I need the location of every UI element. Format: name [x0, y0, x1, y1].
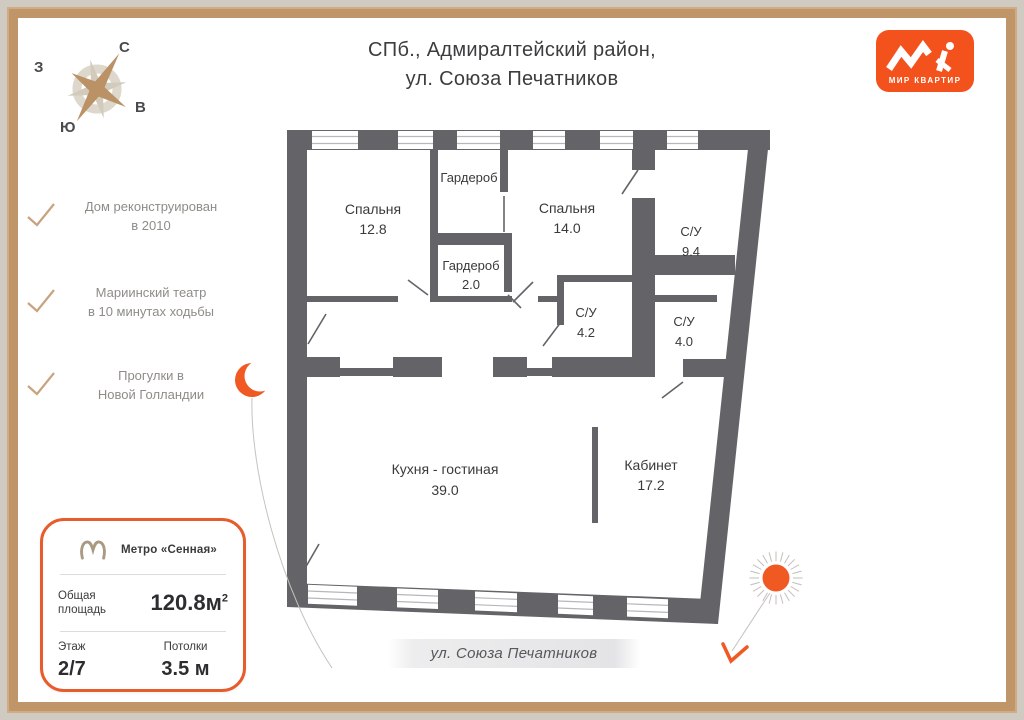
feature-line: в 10 минутах ходьбы	[87, 303, 215, 319]
metro-row: Метро «Сенная»	[58, 534, 228, 566]
info-card: Метро «Сенная» Общая площадь 120.8м2 Эта…	[40, 518, 246, 692]
total-area-row: Общая площадь 120.8м2	[58, 583, 228, 623]
floor-plan: Спальня 12.8 Гардероб Спальня 14.0 С/У 9…	[287, 130, 770, 624]
floor-label: Этаж	[58, 641, 86, 653]
feature-text: Дом реконструирован в 2010	[56, 198, 246, 236]
logo-k-arm	[935, 58, 952, 72]
feature-line: Прогулки в	[118, 368, 184, 383]
feature-line: Мариинский театр	[95, 285, 207, 300]
card-divider	[60, 631, 226, 632]
room-wc1-name: С/У	[680, 224, 702, 239]
compass-rose-icon: С З В Ю	[34, 39, 146, 136]
room-bedroom1-area: 12.8	[359, 221, 386, 237]
feature-item-theatre: Мариинский театр в 10 минутах ходьбы	[26, 284, 246, 322]
logo-m-glyph	[886, 40, 932, 71]
plan-windows-top	[312, 131, 698, 149]
title-line-2: ул. Союза Печатников	[405, 68, 619, 90]
room-wardrobe1-name: Гардероб	[440, 170, 497, 185]
floor-ceiling-row: Этаж 2/7 Потолки 3.5 м	[58, 640, 228, 688]
ceiling-label: Потолки	[163, 641, 208, 653]
compass-label-south: Ю	[60, 119, 75, 136]
metro-logo-icon	[80, 540, 106, 560]
card-divider	[60, 574, 226, 575]
room-wc2-area: 4.2	[577, 325, 595, 340]
room-wardrobe2-area: 2.0	[462, 277, 480, 292]
room-kitchen-name: Кухня - гостиная	[392, 461, 499, 477]
page-title: СПб., Адмиралтейский район, ул. Союза Пе…	[212, 36, 812, 94]
ceiling-value: 3.5 м	[161, 658, 210, 681]
room-wc3-name: С/У	[673, 314, 695, 329]
total-area-value: 120.8м2	[151, 590, 228, 616]
feature-item-reconstruction: Дом реконструирован в 2010	[26, 198, 246, 236]
compass-star-main	[71, 53, 126, 122]
room-bedroom2-name: Спальня	[539, 200, 595, 216]
total-area-label-line: площадь	[58, 604, 107, 616]
room-wardrobe2-name: Гардероб	[442, 258, 499, 273]
feature-line: в 2010	[131, 217, 171, 233]
floor-value: 2/7	[58, 658, 86, 681]
compass-label-north: С	[119, 39, 130, 56]
street-label: ул. Союза Печатников	[388, 639, 640, 668]
feature-item-new-holland: Прогулки в Новой Голландии	[26, 367, 246, 405]
total-area-sup: 2	[221, 592, 228, 605]
checkmark-icon	[27, 372, 55, 396]
feature-text: Прогулки в Новой Голландии	[56, 367, 246, 405]
compass-label-east: В	[135, 99, 146, 116]
room-bedroom2-area: 14.0	[553, 220, 580, 236]
total-area-label: Общая площадь	[58, 589, 106, 618]
plan-room-labels: Спальня 12.8 Гардероб Спальня 14.0 С/У 9…	[345, 170, 703, 498]
room-wc2-name: С/У	[575, 305, 597, 320]
checkmark-icon	[27, 289, 55, 313]
floor-block: Этаж 2/7	[58, 640, 143, 688]
logo-caption: МИР КВАРТИР	[889, 76, 962, 85]
brand-logo: МИР КВАРТИР	[876, 30, 974, 92]
title-line-1: СПб., Адмиралтейский район,	[368, 39, 656, 61]
compass-label-west: З	[34, 59, 43, 76]
logo-dot	[946, 42, 954, 50]
total-area-label-line: Общая	[58, 589, 96, 602]
room-kitchen-area: 39.0	[431, 482, 458, 498]
ceiling-block: Потолки 3.5 м	[143, 640, 228, 688]
feature-text: Мариинский театр в 10 минутах ходьбы	[56, 284, 246, 322]
room-office-name: Кабинет	[624, 457, 678, 473]
metro-name: Метро «Сенная»	[121, 544, 217, 556]
room-wc1-area: 9.4	[682, 244, 700, 259]
total-area-number: 120.8м	[150, 590, 222, 615]
room-office-area: 17.2	[637, 477, 664, 493]
room-bedroom1-name: Спальня	[345, 201, 401, 217]
checkmark-icon	[27, 203, 55, 227]
compass-ring	[72, 64, 122, 114]
room-wc3-area: 4.0	[675, 334, 693, 349]
feature-line: Новой Голландии	[97, 386, 205, 402]
feature-line: Дом реконструирован	[84, 199, 218, 214]
